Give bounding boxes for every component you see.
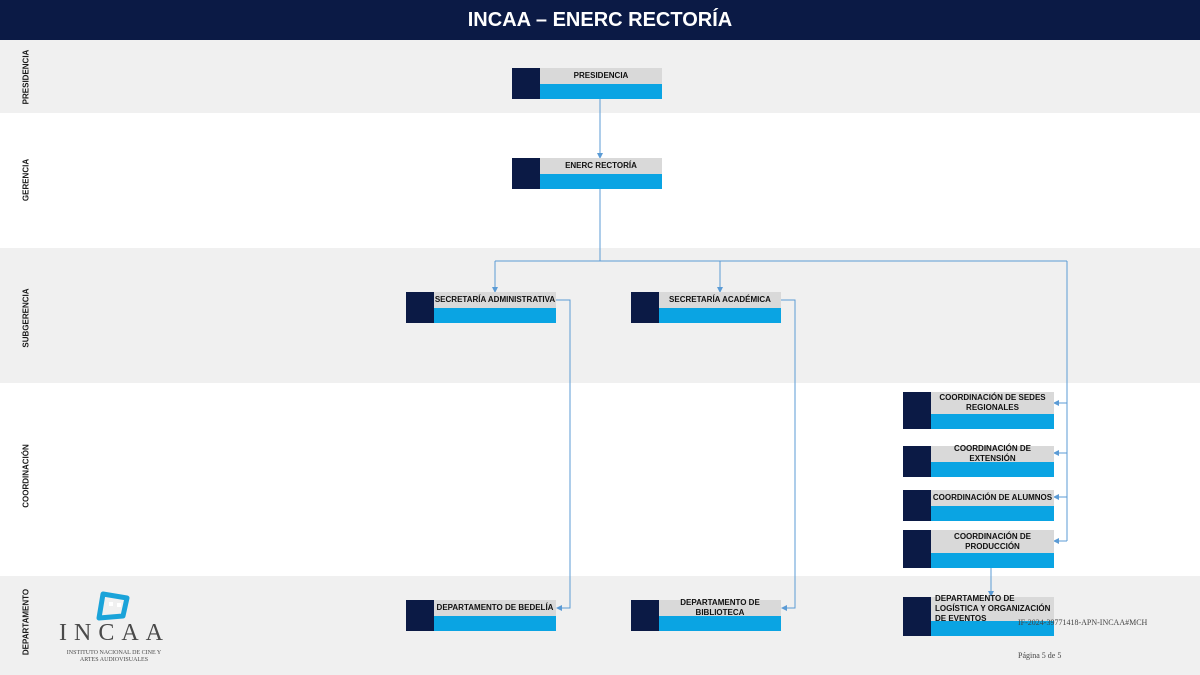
org-box-depto-logistica: DEPARTAMENTO DE LOGÍSTICA Y ORGANIZACIÓN… xyxy=(903,594,1054,636)
org-box-label: DEPARTAMENTO DE BEDELÍA xyxy=(434,600,556,616)
org-box-label: COORDINACIÓN DE PRODUCCIÓN xyxy=(931,530,1054,553)
org-box-depto-bedelia: DEPARTAMENTO DE BEDELÍA xyxy=(406,600,556,631)
org-box-label: COORDINACIÓN DE SEDES REGIONALES xyxy=(931,392,1054,414)
org-box-coord-extension: COORDINACIÓN DE EXTENSIÓN xyxy=(903,444,1054,477)
org-box-label: ENERC RECTORÍA xyxy=(540,158,662,174)
org-box-marker xyxy=(512,68,540,99)
org-box-marker xyxy=(631,292,659,323)
org-box-accent xyxy=(931,506,1054,521)
org-box-label: PRESIDENCIA xyxy=(540,68,662,84)
document-id: IF-2024-39771418-APN-INCAA#MCH xyxy=(1018,618,1148,627)
org-box-label: DEPARTAMENTO DE BIBLIOTECA xyxy=(659,598,781,617)
org-box-secretaria-academica: SECRETARÍA ACADÉMICA xyxy=(631,292,781,323)
org-box-marker xyxy=(406,600,434,631)
org-box-marker xyxy=(903,446,931,477)
org-box-accent xyxy=(659,616,781,631)
connector-sec-acad-biblioteca xyxy=(781,299,796,611)
page-title: INCAA – ENERC RECTORÍA xyxy=(0,0,1200,40)
org-box-enerc-rectoria: ENERC RECTORÍA xyxy=(512,158,662,189)
org-box-marker xyxy=(512,158,540,189)
org-box-accent xyxy=(540,84,662,99)
org-box-label: COORDINACIÓN DE ALUMNOS xyxy=(931,490,1054,506)
org-box-marker xyxy=(406,292,434,323)
org-box-secretaria-administrativa: SECRETARÍA ADMINISTRATIVA xyxy=(406,292,556,323)
org-box-label: DEPARTAMENTO DE LOGÍSTICA Y ORGANIZACIÓN… xyxy=(931,594,1054,623)
logo-subtitle: INSTITUTO NACIONAL DE CINE Y ARTES AUDIO… xyxy=(66,650,162,663)
org-box-accent xyxy=(931,553,1054,568)
org-box-coord-alumnos: COORDINACIÓN DE ALUMNOS xyxy=(903,490,1054,521)
org-box-coord-sedes-regionales: COORDINACIÓN DE SEDES REGIONALES xyxy=(903,392,1054,429)
org-box-depto-biblioteca: DEPARTAMENTO DE BIBLIOTECA xyxy=(631,598,781,631)
org-box-accent xyxy=(931,414,1054,429)
org-box-accent xyxy=(540,174,662,189)
org-box-coord-produccion: COORDINACIÓN DE PRODUCCIÓN xyxy=(903,530,1054,568)
band-subgerencia xyxy=(0,248,1200,383)
logo-wordmark: INCAA xyxy=(59,620,170,646)
film-strip-icon xyxy=(96,591,130,621)
page-number: Página 5 de 5 xyxy=(1018,651,1062,660)
org-box-marker xyxy=(903,490,931,521)
connector-sec-adm-bedelia xyxy=(556,299,571,611)
org-box-accent xyxy=(931,462,1054,477)
org-box-marker xyxy=(903,597,931,636)
org-box-accent xyxy=(434,308,556,323)
org-box-label: SECRETARÍA ACADÉMICA xyxy=(659,292,781,308)
org-box-accent xyxy=(659,308,781,323)
org-box-accent xyxy=(434,616,556,631)
org-box-marker xyxy=(903,530,931,568)
org-box-marker xyxy=(631,600,659,631)
incaa-logo: INCAA INSTITUTO NACIONAL DE CINE Y ARTES… xyxy=(55,590,175,665)
org-box-label: COORDINACIÓN DE EXTENSIÓN xyxy=(931,444,1054,463)
org-box-accent xyxy=(931,621,1054,636)
org-box-label: SECRETARÍA ADMINISTRATIVA xyxy=(434,292,556,308)
org-box-presidencia: PRESIDENCIA xyxy=(512,68,662,99)
org-box-marker xyxy=(903,392,931,429)
